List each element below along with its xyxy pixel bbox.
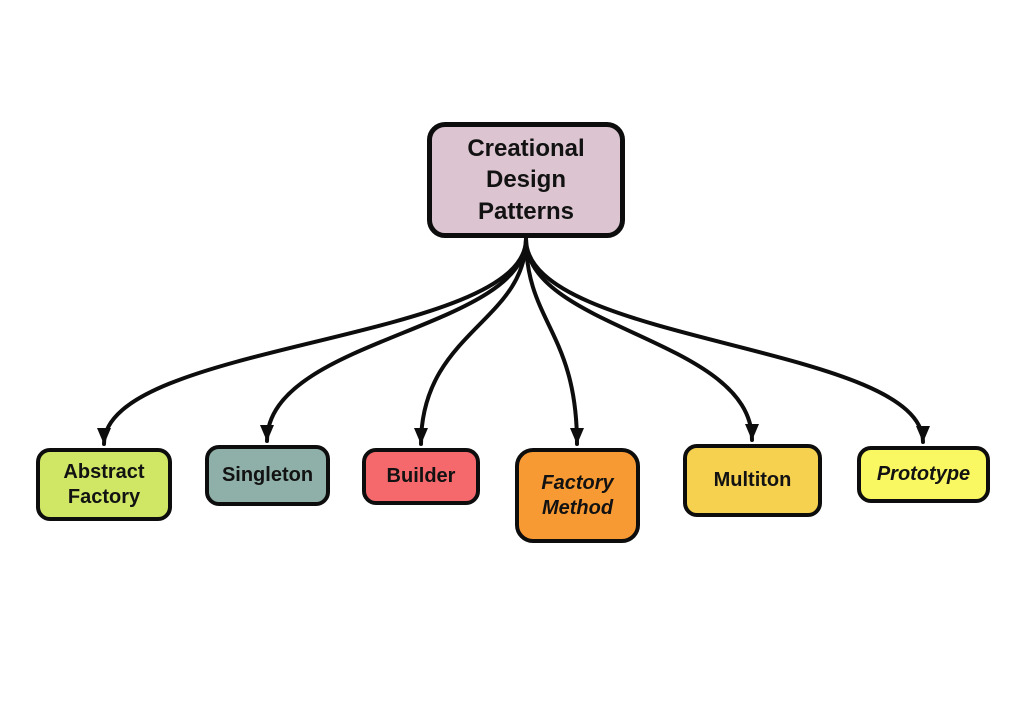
node-builder: Builder — [362, 448, 480, 505]
node-factory-method: Factory Method — [515, 448, 640, 543]
node-label: Builder — [386, 465, 456, 487]
node-multiton: Multiton — [683, 444, 822, 517]
edge-prototype — [524, 237, 930, 444]
edge-builder — [414, 237, 528, 446]
node-abstract-factory: Abstract Factory — [36, 448, 172, 521]
edge-factory-method — [524, 237, 584, 446]
node-prototype: Prototype — [857, 446, 990, 503]
node-label: Multiton — [713, 469, 792, 491]
node-label: Abstract Factory — [63, 460, 145, 508]
node-label: Creational Design Patterns — [467, 135, 585, 225]
node-singleton: Singleton — [205, 445, 330, 506]
node-creational-design-patterns: Creational Design Patterns — [427, 122, 625, 238]
edge-abstract-factory — [97, 237, 528, 446]
edge-singleton — [260, 237, 528, 443]
node-label: Factory Method — [541, 471, 614, 519]
edge-multiton — [524, 237, 759, 442]
node-label: Singleton — [221, 464, 314, 486]
edge-group — [97, 237, 930, 446]
node-label: Prototype — [876, 463, 971, 485]
